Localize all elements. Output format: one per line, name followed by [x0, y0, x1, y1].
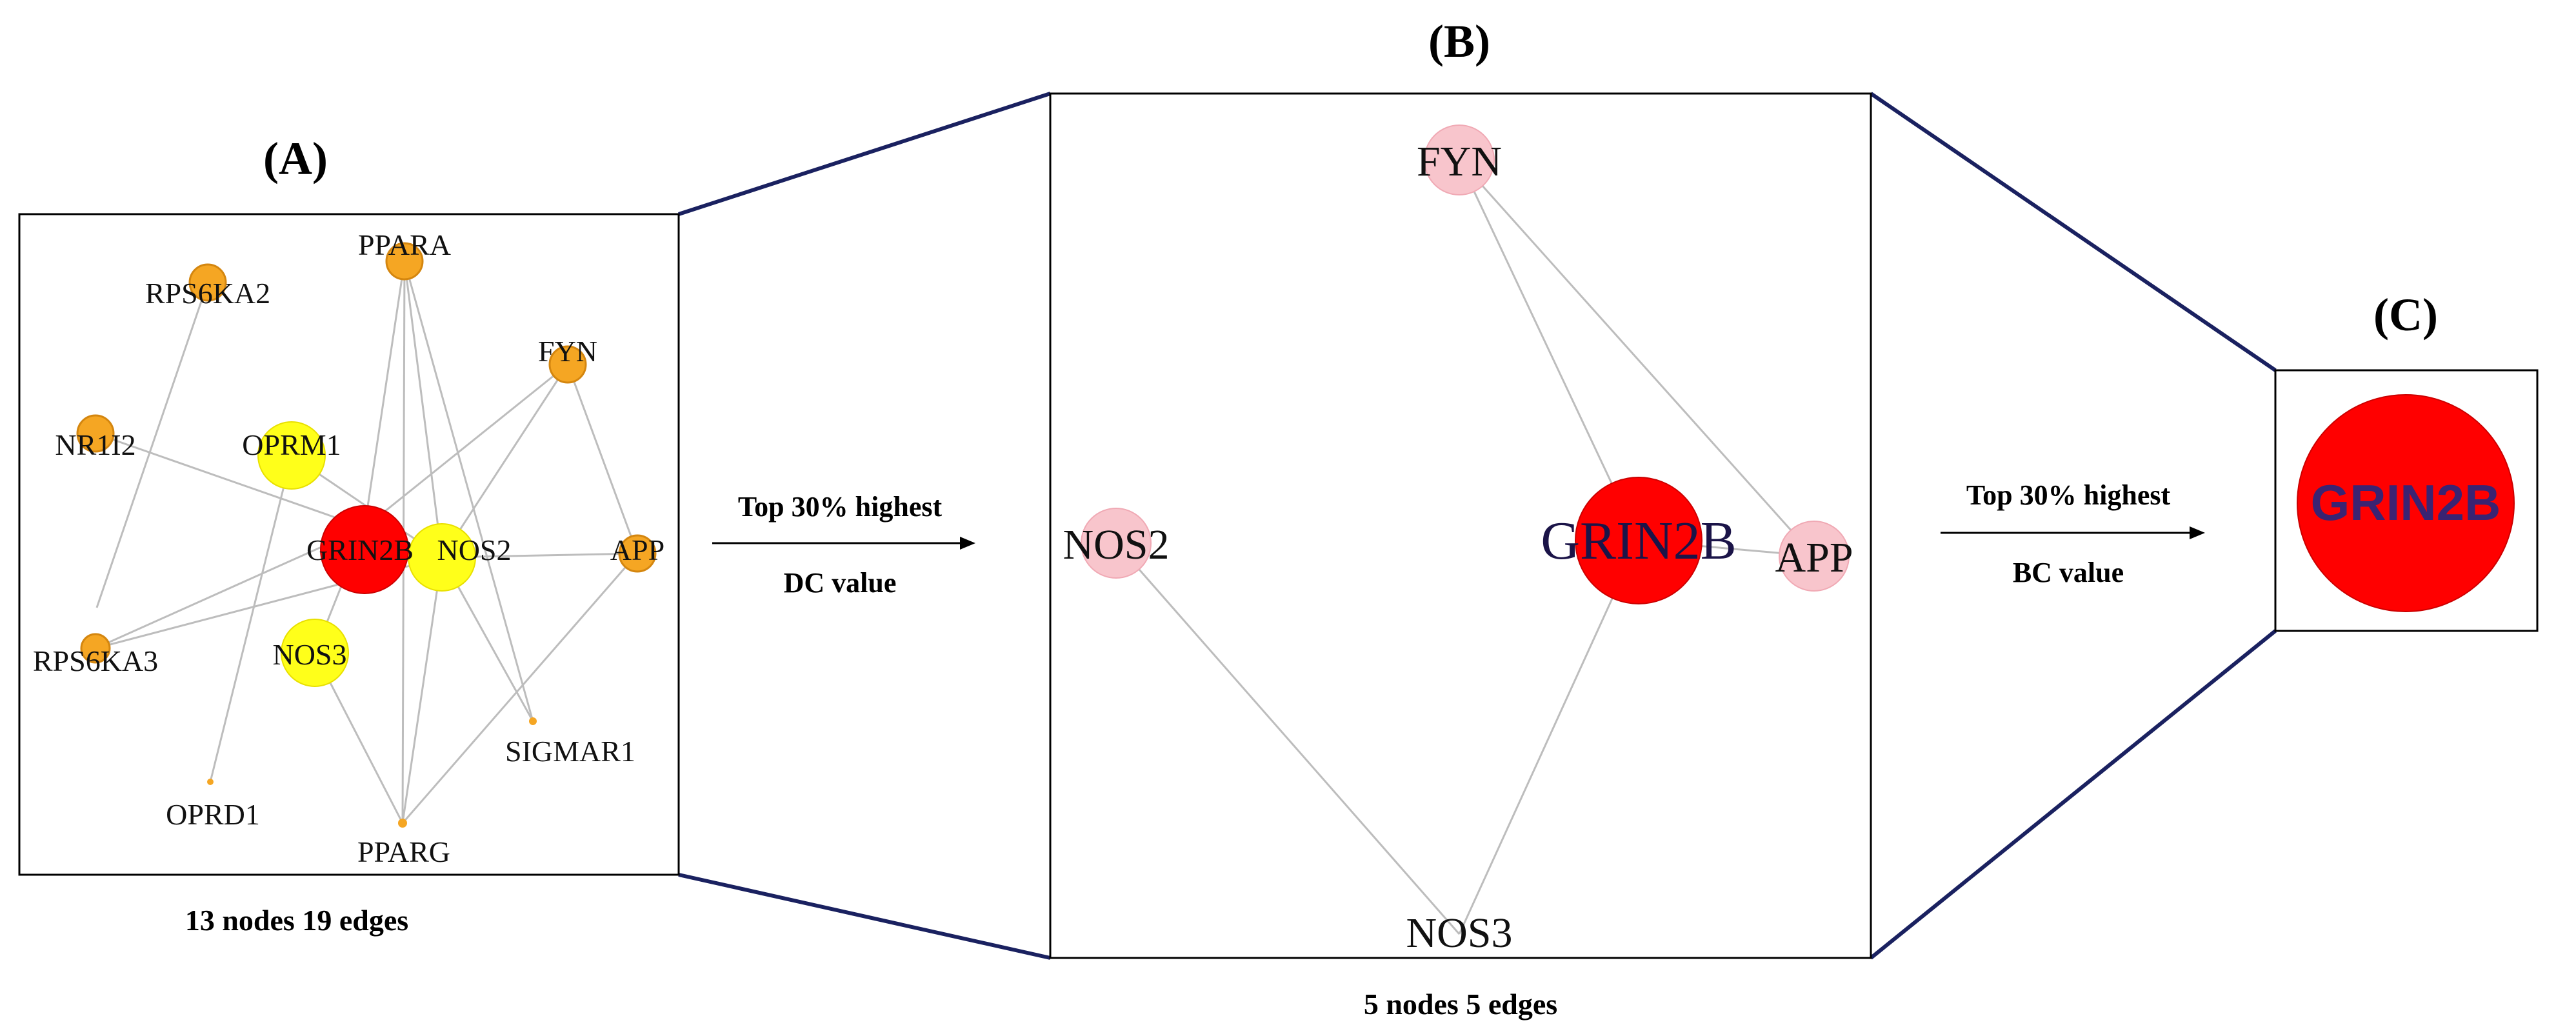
funnel-a-b-top: [678, 92, 1051, 216]
panel-b-frame: [1049, 92, 1872, 959]
label-nos2: NOS2: [437, 533, 511, 566]
label-grin2b: GRIN2B: [1541, 511, 1736, 571]
label-fyn: FYN: [538, 335, 597, 368]
edge: [1458, 159, 1815, 557]
node-grin2b: [1575, 477, 1702, 604]
arrow-bc-line1: Top 30% highest: [1966, 479, 2171, 511]
node-oprm1: [257, 421, 326, 490]
node-nr1i2: [76, 414, 115, 453]
edge: [1458, 159, 1640, 541]
arrow-dc-line1: Top 30% highest: [738, 491, 943, 523]
edge: [566, 364, 639, 554]
funnel-b-c-top: [1870, 92, 2277, 372]
panel-b-labels: FYN NOS2 GRIN2B APP NOS3: [1063, 138, 1853, 957]
panel-b-caption: 5 nodes 5 edges: [1364, 988, 1557, 1021]
funnel-b-c-bottom: [1870, 629, 2277, 960]
panel-b-label: (B): [1428, 15, 1490, 67]
edge: [401, 557, 443, 824]
node-sigmar1: [529, 717, 537, 725]
label-oprd1: OPRD1: [166, 798, 260, 831]
arrow-dc-head: [960, 537, 975, 550]
node-nos2: [1081, 508, 1152, 579]
edge: [403, 261, 534, 722]
label-rps6ka3: RPS6KA3: [33, 644, 158, 677]
node-rps6ka2: [188, 263, 227, 302]
arrow-bc-line2: BC value: [2013, 557, 2124, 588]
label-nos3: NOS3: [1406, 910, 1512, 957]
edge: [95, 282, 209, 608]
edge: [1115, 543, 1461, 935]
arrow-dc-line2: DC value: [784, 567, 897, 599]
label-pparg: PPARG: [357, 835, 450, 868]
edge: [401, 553, 639, 824]
node-nos3: [281, 619, 349, 687]
label-fyn: FYN: [1417, 138, 1502, 185]
edge: [95, 526, 365, 650]
panel-a-labels: PPARA RPS6KA2 FYN NR1I2 OPRM1 GRIN2B NOS…: [33, 228, 664, 868]
node-rps6ka3: [80, 633, 111, 664]
label-grin2b: GRIN2B: [306, 533, 414, 566]
edge: [95, 432, 365, 529]
panel-a-label: (A): [263, 133, 328, 184]
edge: [441, 364, 569, 558]
node-fyn: [1424, 125, 1495, 195]
edge: [364, 363, 568, 529]
panel-a-caption: 13 nodes 19 edges: [185, 904, 408, 937]
panel-a: (A): [18, 133, 680, 937]
label-oprm1: OPRM1: [242, 428, 341, 461]
label-nos2: NOS2: [1063, 521, 1169, 568]
label-rps6ka2: RPS6KA2: [145, 277, 270, 310]
edge: [209, 455, 293, 782]
label-grin2b: GRIN2B: [2311, 474, 2501, 531]
label-app: APP: [1775, 534, 1853, 581]
node-nos2: [408, 523, 476, 592]
label-ppara: PPARA: [358, 228, 451, 261]
panel-b-edges: [1115, 159, 1815, 935]
panel-a-nodes: [76, 242, 657, 828]
node-pparg: [398, 819, 407, 828]
funnel-lines: [678, 92, 2277, 960]
label-app: APP: [610, 533, 664, 566]
node-grin2b: [320, 505, 409, 594]
node-app: [618, 534, 657, 573]
panel-a-frame: [18, 213, 680, 876]
edge: [403, 261, 443, 558]
node-oprd1: [207, 779, 214, 785]
node-grin2b: [2297, 394, 2515, 612]
arrow-bc: Top 30% highest BC value: [1941, 479, 2205, 588]
node-ppara: [385, 242, 424, 281]
label-nos3: NOS3: [272, 638, 346, 671]
arrow-bc-head: [2190, 526, 2205, 539]
panel-c-frame: [2274, 369, 2539, 632]
panel-c-label: (C): [2373, 289, 2438, 341]
node-fyn: [548, 345, 587, 384]
label-sigmar1: SIGMAR1: [505, 735, 635, 768]
edge: [1458, 540, 1640, 935]
panel-b: (B) FYN NOS2 GRIN2B APP NOS3 5 nodes 5 e…: [1049, 15, 1872, 1021]
panel-b-nodes: [1081, 125, 1850, 604]
edge: [363, 261, 406, 528]
label-nr1i2: NR1I2: [55, 428, 135, 461]
panel-c: (C) GRIN2B: [2274, 289, 2539, 632]
node-app: [1779, 521, 1850, 592]
arrow-dc: Top 30% highest DC value: [712, 491, 975, 599]
funnel-a-b-bottom: [678, 873, 1051, 960]
